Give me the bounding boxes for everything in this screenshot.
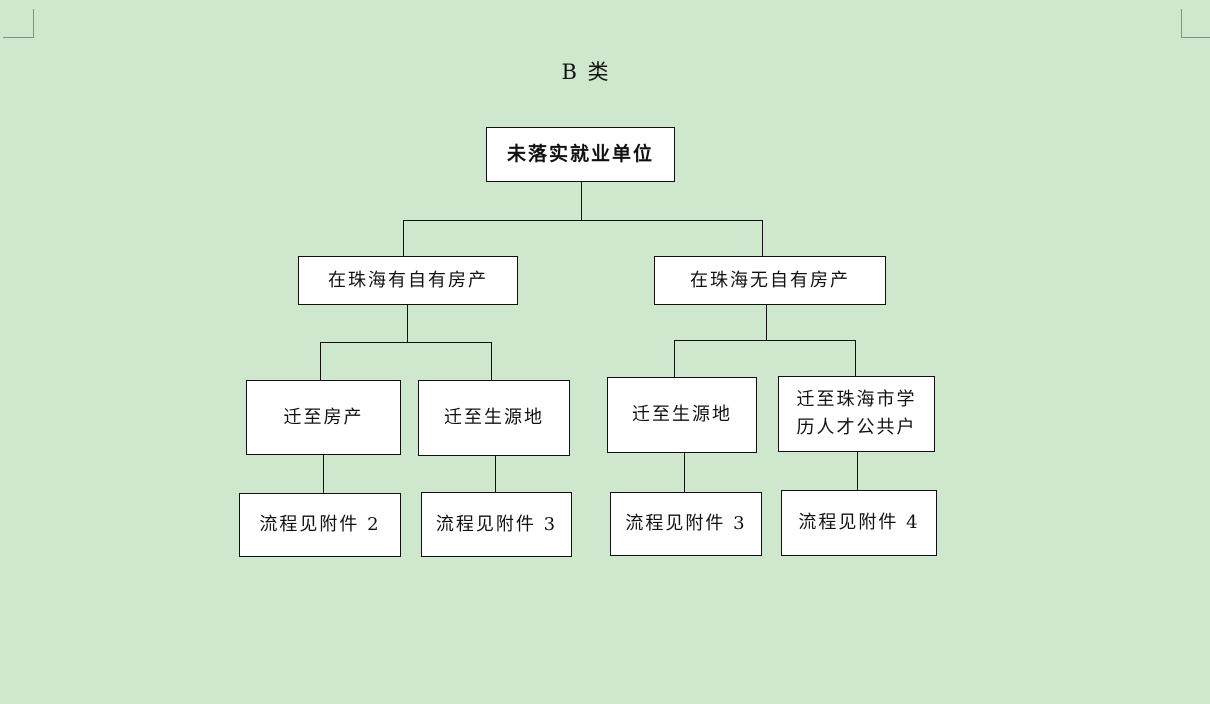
node-result-1: 流程见附件 2 <box>239 493 401 557</box>
page-corner-mark-top-right <box>1181 9 1210 38</box>
diagram-title: B 类 <box>561 60 611 84</box>
node-left-a: 迁至房产 <box>246 380 401 455</box>
node-root: 未落实就业单位 <box>486 127 675 182</box>
connector-to-right-a <box>674 340 675 377</box>
node-result-3: 流程见附件 3 <box>610 492 762 556</box>
connector-right-branch-down <box>766 304 767 340</box>
node-result-4: 流程见附件 4 <box>781 490 937 556</box>
connector-to-right-branch <box>762 220 763 257</box>
node-right-branch: 在珠海无自有房产 <box>654 256 886 305</box>
connector-left-horizontal <box>320 342 492 343</box>
connector-to-left-a <box>320 342 321 380</box>
connector-root-horizontal <box>403 220 763 221</box>
connector-right-a-to-result <box>684 452 685 493</box>
connector-right-b-to-result <box>857 451 858 490</box>
connector-left-branch-down <box>407 304 408 342</box>
connector-left-b-to-result <box>495 455 496 493</box>
page-corner-mark-top-left <box>3 9 34 38</box>
node-right-b: 迁至珠海市学历人才公共户 <box>778 376 935 452</box>
node-result-2: 流程见附件 3 <box>421 492 572 557</box>
node-right-a: 迁至生源地 <box>607 377 757 453</box>
connector-root-down <box>581 181 582 220</box>
connector-to-right-b <box>855 340 856 376</box>
node-left-b: 迁至生源地 <box>418 380 570 456</box>
connector-to-left-branch <box>403 220 404 257</box>
connector-right-horizontal <box>674 340 856 341</box>
connector-left-a-to-result <box>323 454 324 494</box>
node-left-branch: 在珠海有自有房产 <box>298 256 518 305</box>
connector-to-left-b <box>491 342 492 380</box>
